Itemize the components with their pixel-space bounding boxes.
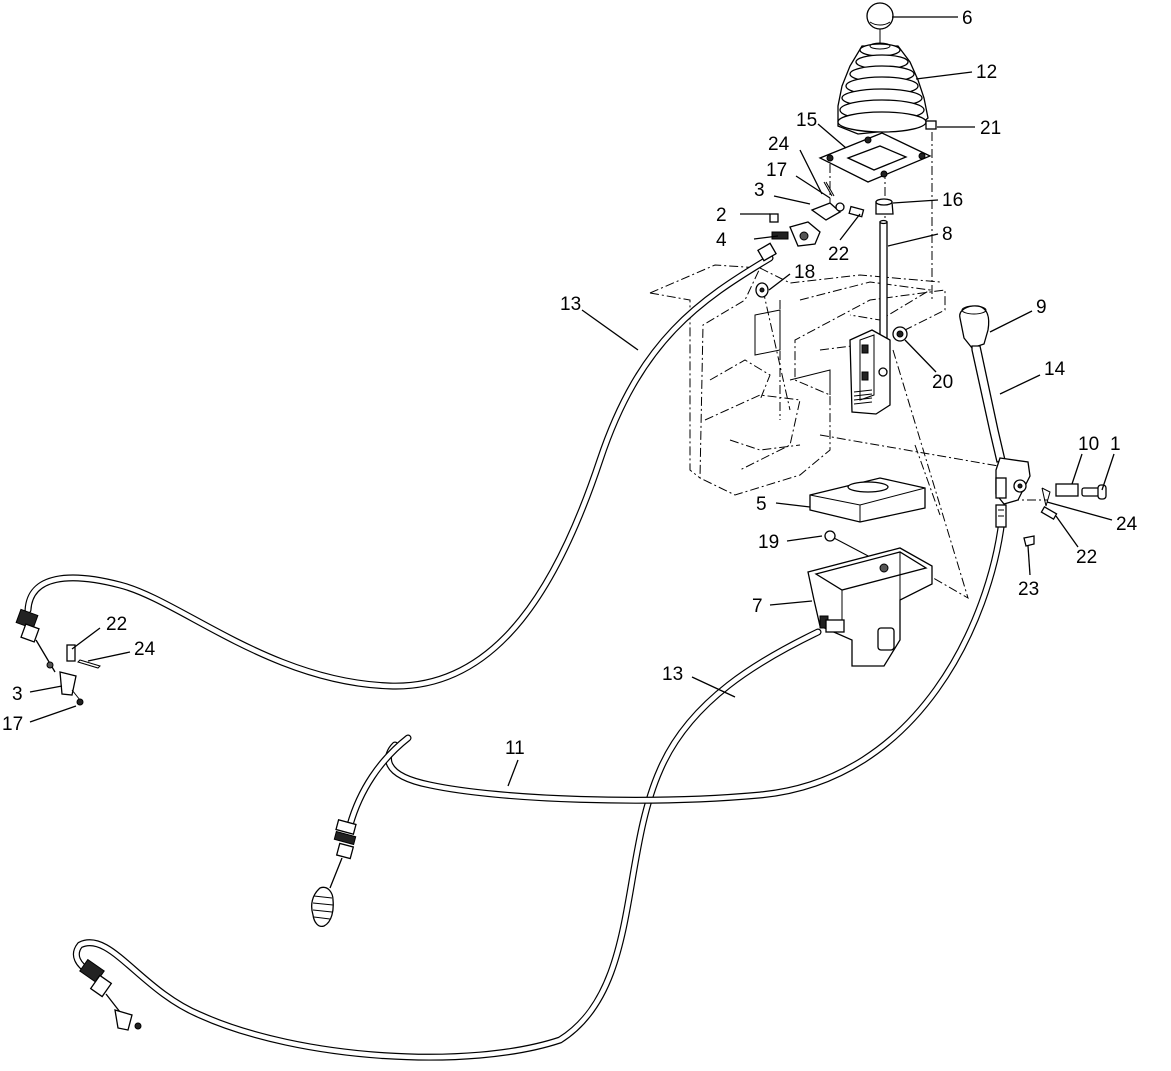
washer-18 — [755, 282, 769, 298]
control-mechanism — [849, 326, 908, 415]
callout-10: 10 — [1078, 434, 1099, 455]
callout-1: 1 — [1110, 434, 1121, 455]
callout-4: 4 — [716, 230, 727, 251]
callout-7: 7 — [752, 596, 763, 617]
cable-11 — [346, 516, 1006, 829]
pad-5 — [809, 477, 926, 523]
callout-13-upper: 13 — [560, 294, 581, 315]
callout-6: 6 — [962, 8, 973, 29]
callout-24-top: 24 — [768, 134, 790, 155]
cable-11-end-fitting — [311, 819, 357, 928]
callout-23: 23 — [1018, 579, 1039, 600]
ball-knob — [866, 2, 894, 44]
callout-22-right: 22 — [1076, 547, 1097, 568]
callout-19: 19 — [758, 532, 779, 553]
bolt-1 — [1081, 484, 1107, 500]
callout-17-left: 17 — [2, 714, 23, 735]
lever-knob — [959, 305, 990, 349]
callout-11: 11 — [505, 738, 525, 759]
callout-17-top: 17 — [766, 160, 787, 181]
callout-21: 21 — [980, 118, 1001, 139]
screw-21 — [925, 120, 937, 130]
callout-8: 8 — [942, 224, 953, 245]
shift-shaft — [879, 219, 888, 343]
callout-18: 18 — [794, 262, 815, 283]
mounting-bracket-outline — [649, 264, 946, 496]
callout-22-left: 22 — [106, 614, 127, 635]
cable-clamp-upper — [757, 181, 865, 262]
nut-16 — [875, 198, 894, 215]
callout-12: 12 — [976, 62, 997, 83]
console-housing — [807, 547, 933, 667]
callout-24-left: 24 — [134, 639, 156, 660]
callout-3-top: 3 — [754, 180, 765, 201]
cable-13-lower — [72, 628, 822, 1061]
callout-13-lower: 13 — [662, 664, 683, 685]
callout-20: 20 — [932, 372, 953, 393]
callout-3-left: 3 — [12, 684, 23, 705]
spring-10 — [1055, 483, 1079, 497]
callout-22-top: 22 — [828, 244, 849, 265]
callout-15: 15 — [796, 110, 817, 131]
cable-clevis-lower — [995, 477, 1058, 547]
leader-lines — [29, 16, 1115, 787]
boot-plate — [818, 132, 932, 183]
cable-13-upper — [24, 254, 774, 690]
callout-2: 2 — [716, 205, 727, 226]
callout-9: 9 — [1036, 297, 1047, 318]
callout-14: 14 — [1044, 359, 1066, 380]
callout-24-right: 24 — [1116, 514, 1138, 535]
callout-16: 16 — [942, 190, 963, 211]
callout-5: 5 — [756, 494, 767, 515]
rubber-boot — [837, 42, 929, 135]
cable-13-upper-end-fitting — [15, 608, 101, 706]
cable-13-lower-end-fitting — [79, 958, 142, 1031]
callout-labels: 6 12 15 21 24 17 3 16 2 4 22 8 18 13 9 2… — [2, 8, 1138, 759]
